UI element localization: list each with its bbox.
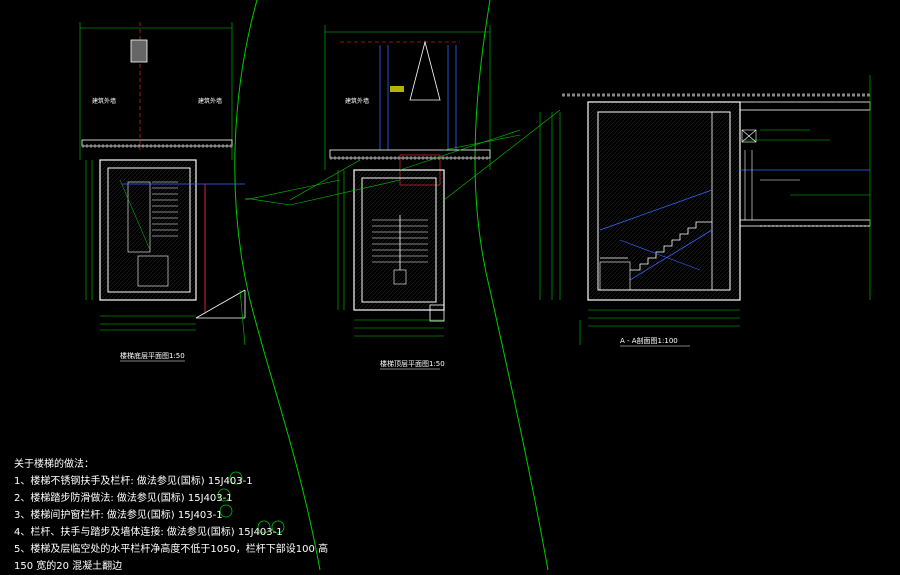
guide-curve-mid xyxy=(474,0,549,570)
note-item: 3、楼梯间护窗栏杆: 做法参见(国标) 15J403-1 xyxy=(14,510,223,521)
note-item: 4、栏杆、扶手与踏步及墙体连接: 做法参见(国标) 15J403-1 xyxy=(14,527,283,538)
notes-title: 关于楼梯的做法： xyxy=(14,459,94,470)
stair-section-aa xyxy=(539,75,871,345)
svg-text:建筑外墙: 建筑外墙 xyxy=(92,97,116,105)
stair-plan-top: 建筑外墙 xyxy=(289,25,561,337)
note-item: 1、楼梯不锈钢扶手及栏杆: 做法参见(国标) 15J403-1 xyxy=(14,476,253,487)
plan-caption-top: 楼梯顶层平面图1:50 xyxy=(380,359,445,368)
stair-plan-ground: 建筑外墙 建筑外墙 xyxy=(79,22,341,346)
note-item: 5、楼梯及层临空处的水平栏杆净高度不低于1050，栏杆下部设100 高 xyxy=(14,544,329,555)
guide-curve-left xyxy=(234,0,321,570)
svg-text:建筑外墙: 建筑外墙 xyxy=(345,97,369,105)
svg-text:建筑外墙: 建筑外墙 xyxy=(198,97,222,105)
note-item: 150 宽的20 混凝土翻边 xyxy=(14,561,123,572)
note-item: 2、楼梯踏步防滑做法: 做法参见(国标) 15J403-1 xyxy=(14,493,233,504)
construction-notes: 关于楼梯的做法： 1、楼梯不锈钢扶手及栏杆: 做法参见(国标) 15J403-1… xyxy=(14,456,328,575)
plan-caption-section: A - A剖面图1:100 xyxy=(620,336,678,345)
plan-caption-ground: 楼梯底层平面图1:50 xyxy=(120,351,185,360)
note-ref-markers xyxy=(217,471,285,534)
